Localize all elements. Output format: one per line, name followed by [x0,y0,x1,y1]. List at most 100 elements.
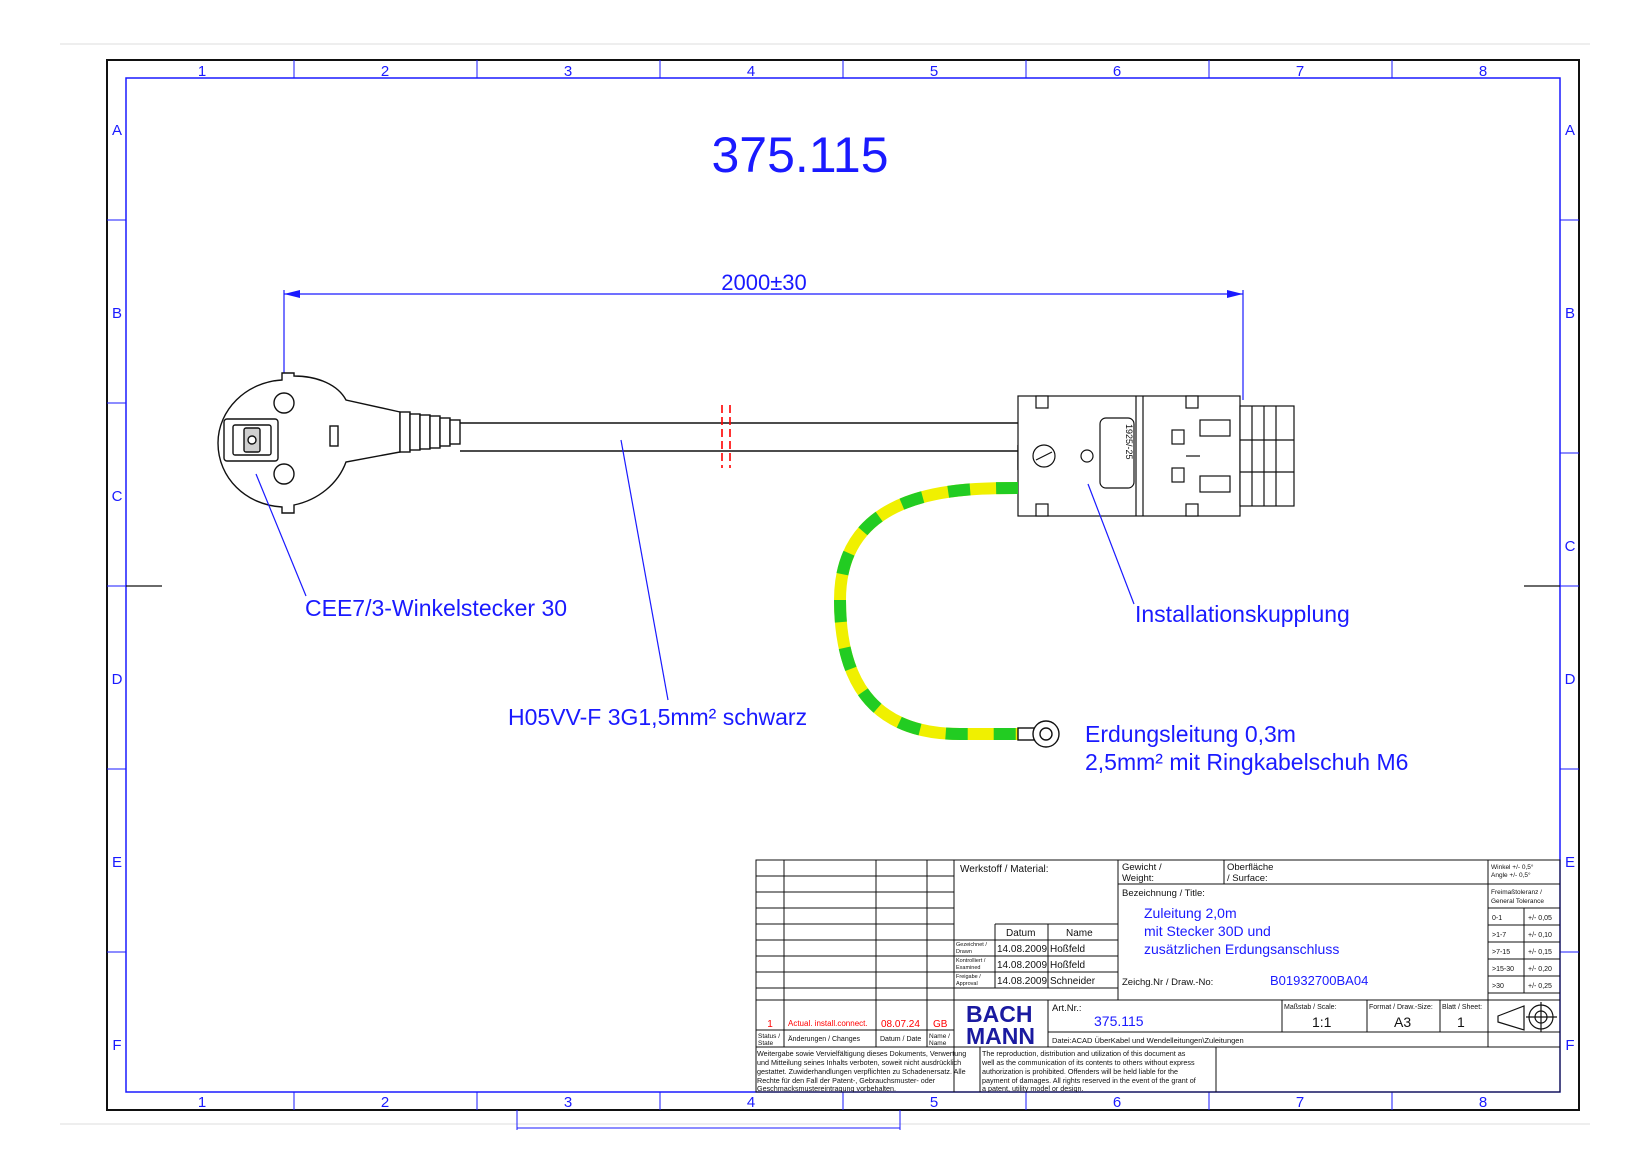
cable-break-mark [721,405,731,468]
tolerance-range: 0-1 [1492,915,1502,922]
main-cable [460,422,1019,470]
drawing-title-line: zusätzlichen Erdungsanschluss [1144,941,1339,957]
schuko-plug [217,372,461,514]
callout-cable: H05VV-F 3G1,5mm² schwarz [508,704,807,730]
approval-date-header: Datum [1006,928,1035,939]
rev-header-status: Status / [758,1033,780,1040]
notice-de-line: gestattet. Zuwiderhandlungen verpflichte… [757,1067,966,1076]
notice-de-line: Geschmacksmustereintragung vorbehalten. [757,1084,896,1093]
file-path: Datei:ACAD ÜberKabel und Wendelleitungen… [1052,1036,1244,1045]
format-value: A3 [1394,1014,1411,1030]
notice-de-line: Weitergabe sowie Vervielfältigung dieses… [757,1049,966,1058]
projection-symbol-icon [1497,1002,1557,1032]
drawing-number: B01932700BA04 [1270,973,1368,988]
drawing-number-label: Zeichg.Nr / Draw.-No: [1122,977,1213,988]
callout-coupler: Installationskupplung [1135,601,1350,627]
approval-date: 14.08.2009 [997,960,1047,971]
surface-label-en: / Surface: [1227,873,1268,884]
revision-change: Actual. install.connect. [788,1019,868,1028]
col-label: 4 [747,63,755,80]
row-label: F [1565,1037,1574,1054]
tolerance-value: +/- 0,25 [1528,983,1552,990]
row-label: D [1565,671,1576,688]
tolerance-range: >1-7 [1492,932,1506,939]
part-number-heading: 375.115 [711,127,888,183]
rev-header-status-en: State [758,1040,774,1047]
scale-value: 1:1 [1312,1014,1332,1030]
approval-name: Schneider [1050,976,1096,987]
col-label: 1 [198,1094,206,1111]
col-label: 8 [1479,1094,1487,1111]
notice-en-line: payment of damages. All rights reserved … [982,1076,1196,1085]
column-labels-top: 1 2 3 4 5 6 7 8 [198,63,1487,80]
drawing-title-line: mit Stecker 30D und [1144,923,1271,939]
title-block: 1 Actual. install.connect. 08.07.24 GB S… [755,859,1561,1093]
drawing-title-line: Zuleitung 2,0m [1144,905,1237,921]
article-number-label: Art.Nr.: [1052,1003,1082,1014]
notice-de-line: Rechte für den Fall der Patent-, Gebrauc… [757,1076,936,1085]
col-label: 2 [381,1094,389,1111]
row-label: B [112,305,122,322]
row-label: C [112,488,123,505]
angle-tolerance: Winkel +/- 0,5° [1491,863,1534,871]
row-label: E [112,854,122,871]
approval-name-header: Name [1066,928,1093,939]
notice-en-line: a patent, utility model or design. [982,1084,1083,1093]
col-label: 4 [747,1094,755,1111]
tolerance-range: >7-15 [1492,949,1510,956]
callout-earth-line2: 2,5mm² mit Ringkabelschuh M6 [1085,749,1408,775]
material-label: Werkstoff / Material: [960,864,1049,875]
weight-label-en: Weight: [1122,873,1154,884]
column-dividers [293,60,1393,1110]
row-labels-left: A B C D E F [112,122,123,1054]
col-label: 2 [381,63,389,80]
col-label: 1 [198,63,206,80]
approval-role: Freigabe / [956,974,981,980]
col-label: 7 [1296,63,1304,80]
dimension-arrow-right [1227,290,1243,298]
dimension-arrow-left [284,290,300,298]
col-label: 3 [564,1094,572,1111]
scale-label: Maßstab / Scale: [1284,1004,1337,1011]
general-tolerance-label: Freimaßtoleranz / [1491,889,1542,896]
tolerance-value: +/- 0,10 [1528,932,1552,939]
article-number: 375.115 [1094,1013,1144,1029]
dimension-label: 2000±30 [721,270,807,295]
notice-en-line: well as the communication of its content… [981,1058,1195,1067]
revision-name: GB [933,1019,948,1030]
weight-label: Gewicht / [1122,862,1162,873]
notice-de-line: und Mitteilung seines Inhalts verboten, … [757,1058,961,1067]
length-dimension: 2000±30 [283,270,1244,400]
general-tolerance-label-en: General Tolerance [1491,898,1544,905]
column-labels-bottom: 1 2 3 4 5 6 7 8 [198,1094,1487,1111]
col-label: 6 [1113,1094,1121,1111]
revision-status: 1 [767,1019,773,1030]
approval-date: 14.08.2009 [997,944,1047,955]
row-label: C [1565,538,1576,555]
format-label: Format / Draw.-Size: [1369,1004,1433,1011]
col-label: 8 [1479,63,1487,80]
col-label: 5 [930,63,938,80]
approval-role-en: Approval [956,981,978,987]
earth-lead [833,482,1019,740]
approval-role: Gezeichnet / [956,942,987,948]
row-label: A [112,122,122,139]
sheet-label: Blatt / Sheet: [1442,1004,1482,1011]
angle-tolerance-en: Angle +/- 0,5° [1491,871,1531,879]
approval-date: 14.08.2009 [997,976,1047,987]
approval-role-en: Drawn [956,949,972,955]
rev-header-name-en: Name [929,1040,947,1047]
col-label: 5 [930,1094,938,1111]
approval-role: Kontrolliert / [956,958,986,964]
row-labels-right: A B C D E F [1565,122,1576,1054]
col-label: 3 [564,63,572,80]
tolerance-value: +/- 0,20 [1528,966,1552,973]
notice-en-line: The reproduction, distribution and utili… [982,1049,1186,1058]
row-label: A [1565,122,1575,139]
surface-label: Oberfläche [1227,862,1273,873]
sheet-value: 1 [1457,1014,1465,1030]
col-label: 7 [1296,1094,1304,1111]
approval-name: Hoßfeld [1050,944,1085,955]
row-label: D [112,671,123,688]
